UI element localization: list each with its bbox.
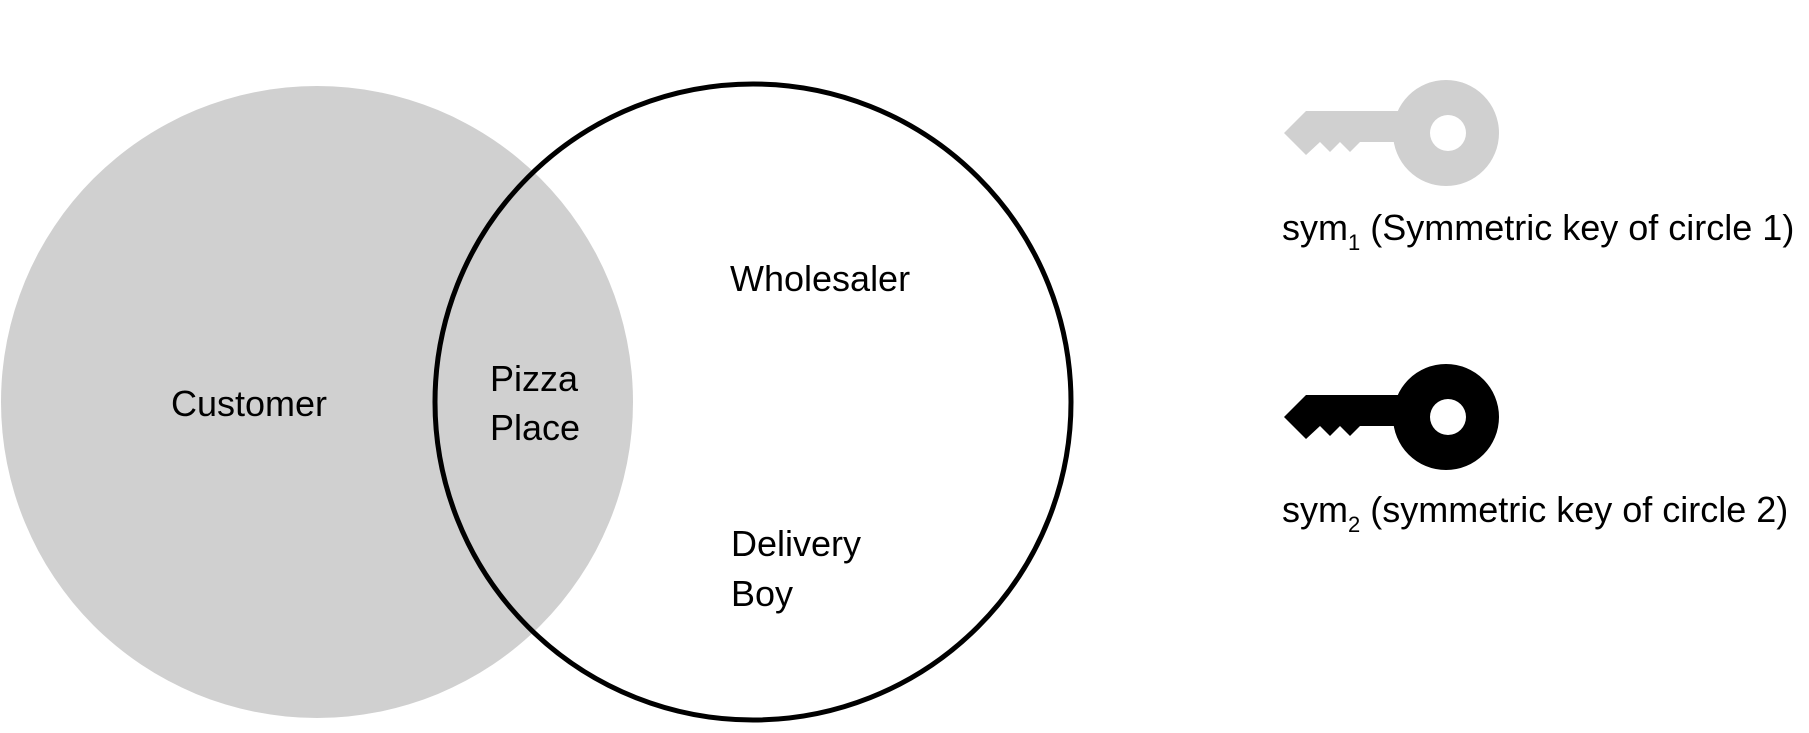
key-icon bbox=[1284, 364, 1499, 470]
label-pizza-place-line2: Place bbox=[490, 407, 580, 448]
legend-label-key-2: sym2 (symmetric key of circle 2) bbox=[1282, 489, 1788, 537]
legend-key-2-subscript: 2 bbox=[1348, 512, 1360, 537]
legend-key-2-description: (symmetric key of circle 2) bbox=[1360, 489, 1788, 530]
key-icon bbox=[1284, 80, 1499, 186]
legend-key-1-subscript: 1 bbox=[1348, 230, 1360, 255]
label-pizza-place-line1: Pizza bbox=[490, 358, 579, 399]
label-wholesaler: Wholesaler bbox=[730, 258, 910, 299]
legend-key-2-name: sym bbox=[1282, 489, 1348, 530]
circle-2-outline bbox=[432, 81, 1074, 723]
legend-key-1-name: sym bbox=[1282, 207, 1348, 248]
label-delivery-boy-line2: Boy bbox=[731, 573, 793, 614]
label-delivery-boy-line1: Delivery bbox=[731, 523, 861, 564]
label-customer: Customer bbox=[171, 383, 327, 424]
legend-key-1-description: (Symmetric key of circle 1) bbox=[1360, 207, 1794, 248]
legend-label-key-1: sym1 (Symmetric key of circle 1) bbox=[1282, 207, 1794, 255]
